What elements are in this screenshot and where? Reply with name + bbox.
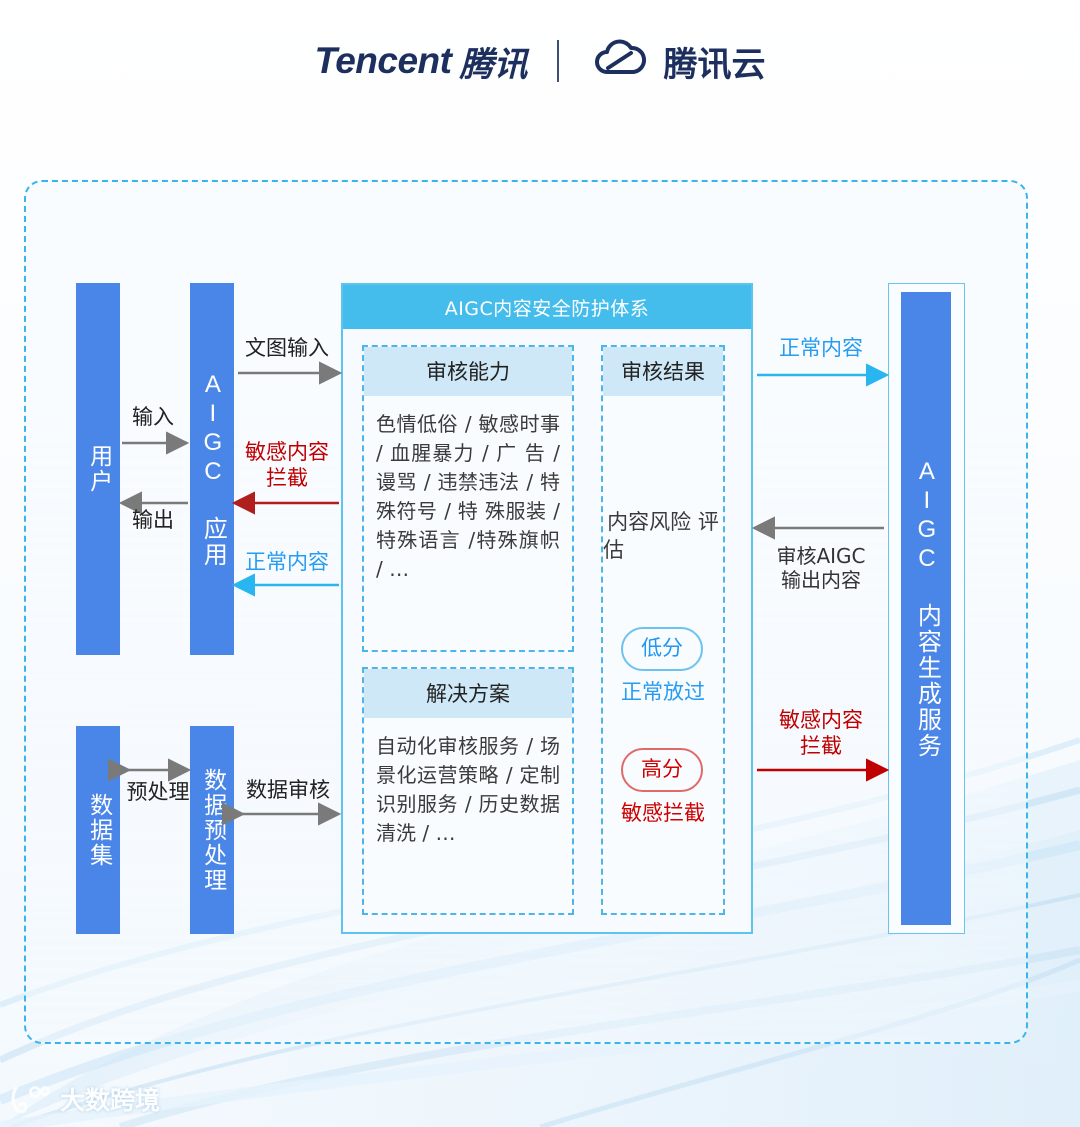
risk-assessment-label: 内容风险 评估 [603,510,719,563]
aigc-application-box: AIGC 应用 [190,283,234,655]
solution-body: 自动化审核服务 / 场景化运营策略 / 定制识别服务 / 历史数据清洗 / … [376,734,560,845]
data-audit-arrow-label: 数据审核 [246,778,330,802]
high-score-pill: 高分 [621,747,703,792]
audit-aigc-output-arrow-label: 审核AIGC 输出内容 [776,544,866,593]
normal-content-right-arrow-label: 正常内容 [779,336,863,360]
brand-header: Tencent 腾讯 腾讯云 [0,30,1080,92]
sensitive-block-left-arrow-label: 敏感内容 拦截 [245,440,329,490]
solution-subpanel: 解决方案 自动化审核服务 / 场景化运营策略 / 定制识别服务 / 历史数据清洗… [362,667,574,915]
tencent-cloud-icon [589,39,651,83]
normal-content-left-arrow-label: 正常内容 [245,550,329,574]
result-title: 审核结果 [603,347,723,396]
data-preprocess-box-label: 数据预处理 [199,767,226,893]
result-body: 内容风险 评估 低分 正常放过 高分 敏感拦截 [603,396,723,828]
output-arrow-label: 输出 [132,508,174,532]
tencent-wordmark-cn: 腾讯 [459,44,528,85]
user-box-label: 用户 [85,444,112,494]
high-score-group: 高分 敏感拦截 [621,747,705,829]
capability-body: 色情低俗 / 敏感时事 / 血腥暴力 / 广 告 / 谩骂 / 违禁违法 / 特… [376,412,560,581]
capability-subpanel: 审核能力 色情低俗 / 敏感时事 / 血腥暴力 / 广 告 / 谩骂 / 违禁违… [362,345,574,652]
dataset-box-label: 数据集 [85,792,112,868]
aigc-application-box-label: AIGC 应用 [199,370,227,568]
sensitive-block-right-arrow-label: 敏感内容 拦截 [779,708,863,758]
dataset-box: 数据集 [76,726,120,934]
watermark-text: 大数跨境 [60,1086,161,1115]
capability-title: 审核能力 [364,347,572,396]
user-box: 用户 [76,283,120,655]
tencent-wordmark: Tencent [314,40,452,81]
preprocess-arrow-label: 预处理 [126,780,190,804]
input-arrow-label: 输入 [132,405,174,429]
low-score-group: 低分 正常放过 [621,626,705,708]
data-preprocess-box: 数据预处理 [190,726,234,934]
watermark: 大数跨境 [10,1081,160,1117]
aigc-safety-system-title: AIGC内容安全防护体系 [343,285,751,329]
logo-divider [557,40,560,82]
aigc-generation-service-box: AIGC 内容生成服务 [901,292,951,925]
dashu-kuajing-logo-icon [11,1086,50,1114]
text-image-input-arrow-label: 文图输入 [245,336,329,360]
result-subpanel: 审核结果 内容风险 评估 低分 正常放过 高分 敏感拦截 [601,345,725,915]
aigc-generation-service-label: AIGC 内容生成服务 [913,458,941,759]
solution-title: 解决方案 [364,669,572,718]
low-score-pill: 低分 [621,626,703,672]
high-score-action-label: 敏感拦截 [621,801,705,825]
low-score-action-label: 正常放过 [621,680,705,705]
tencent-cloud-wordmark-cn: 腾讯云 [663,44,766,85]
